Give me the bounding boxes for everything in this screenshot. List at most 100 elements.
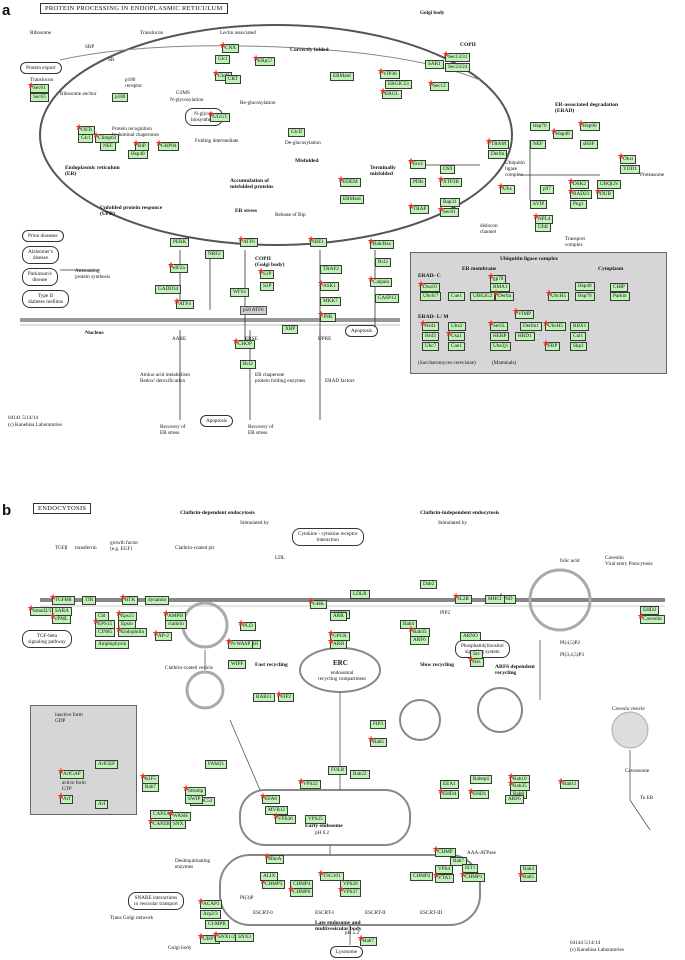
endocytosis-gene-box[interactable]: GRK: [310, 600, 327, 609]
er-gene-box[interactable]: Png1: [570, 200, 587, 209]
endocytosis-gene-box[interactable]: IST1: [462, 864, 479, 873]
er-gene-box[interactable]: IRE1: [310, 238, 327, 247]
er-gene-box[interactable]: NRF2: [205, 250, 224, 259]
er-gene-box[interactable]: Sec63: [30, 93, 49, 102]
ubiquitin-gene-box[interactable]: CHIP: [610, 283, 628, 292]
er-gene-box[interactable]: Hsp40: [128, 150, 148, 159]
ubiquitin-gene-box[interactable]: Cue1: [448, 292, 465, 301]
endocytosis-gene-box[interactable]: ARF6: [505, 795, 524, 804]
er-gene-box[interactable]: Bak/Bax: [370, 240, 395, 249]
endocytosis-gene-box[interactable]: IL2R: [455, 595, 472, 604]
er-gene-box[interactable]: UGGT: [210, 113, 231, 122]
endocytosis-gene-box[interactable]: CHMP1: [462, 873, 486, 882]
ubiquitin-gene-box[interactable]: RBX1: [570, 322, 590, 331]
endocytosis-gene-box[interactable]: FAM21: [205, 760, 228, 769]
endocytosis-gene-box[interactable]: Arp2/3: [200, 910, 221, 919]
ubiquitin-gene-box[interactable]: Skp1: [570, 342, 587, 351]
er-gene-box[interactable]: ATF4: [176, 300, 194, 309]
endocytosis-gene-box[interactable]: PLD: [240, 622, 256, 631]
er-gene-box[interactable]: Derlin: [488, 150, 508, 159]
endocytosis-gene-box[interactable]: LDLR: [350, 590, 370, 599]
endocytosis-gene-box[interactable]: FIP2: [278, 693, 295, 702]
endocytosis-gene-box[interactable]: ArfGAP: [60, 770, 84, 779]
endocytosis-gene-box[interactable]: VPS25: [305, 815, 326, 824]
er-gene-box[interactable]: Glcl: [215, 55, 230, 64]
er-gene-box[interactable]: Sec12: [430, 82, 449, 91]
er-gene-box[interactable]: Sec13/31: [445, 53, 471, 62]
ubiquitin-gene-box[interactable]: Derlin1: [520, 322, 542, 331]
ubiquitin-gene-box[interactable]: HERP: [490, 332, 510, 341]
endocytosis-gene-box[interactable]: N-WASP: [228, 640, 254, 649]
endocytosis-gene-box[interactable]: Rab5: [520, 873, 537, 882]
er-gene-box[interactable]: GRP94: [158, 142, 180, 151]
ubiquitin-gene-box[interactable]: Usa1: [448, 332, 465, 341]
endocytosis-gene-box[interactable]: ArfGEF: [95, 760, 119, 769]
er-gene-box[interactable]: ERManI: [330, 72, 354, 81]
endocytosis-gene-box[interactable]: ARR: [330, 612, 347, 621]
tgfb-pathway-link[interactable]: TGF-beta signaling pathway: [22, 630, 72, 648]
endocytosis-gene-box[interactable]: MVB12: [265, 806, 289, 815]
er-gene-box[interactable]: CHOP: [235, 340, 255, 349]
endocytosis-gene-box[interactable]: ARF6: [410, 636, 429, 645]
endocytosis-gene-box[interactable]: SNX: [170, 820, 187, 829]
endocytosis-gene-box[interactable]: ARNO: [460, 632, 481, 641]
er-gene-box[interactable]: EDEM: [340, 178, 361, 187]
ubiquitin-gene-box[interactable]: UbcH5: [545, 322, 566, 331]
er-gene-box[interactable]: DUB: [597, 190, 614, 199]
endocytosis-gene-box[interactable]: Arf: [60, 795, 74, 804]
er-gene-box[interactable]: Otu1: [620, 155, 637, 164]
endocytosis-gene-box[interactable]: Arf: [95, 800, 109, 809]
er-gene-box[interactable]: GlcII: [288, 128, 305, 137]
endocytosis-gene-box[interactable]: Amphiphysin: [95, 640, 130, 649]
er-gene-box[interactable]: XBP: [282, 325, 299, 334]
endocytosis-gene-box[interactable]: SNX3: [235, 933, 254, 942]
snare-link[interactable]: SNARE interactions in vesicular transpor…: [128, 892, 184, 910]
ubiquitin-gene-box[interactable]: Cul1: [570, 332, 587, 341]
er-gene-box[interactable]: GADD34: [155, 285, 182, 294]
er-gene-box[interactable]: ERManI: [340, 195, 364, 204]
protein-export-link[interactable]: Protein export: [20, 62, 62, 74]
parkinson-link[interactable]: Parkinson's disease: [22, 268, 58, 286]
endocytosis-gene-box[interactable]: EEA1: [440, 780, 459, 789]
endocytosis-gene-box[interactable]: SWIP: [185, 795, 204, 804]
endocytosis-gene-box[interactable]: Rabep4: [470, 775, 492, 784]
er-gene-box[interactable]: ERp57: [255, 57, 276, 66]
endocytosis-gene-box[interactable]: Rab4: [400, 620, 417, 629]
endocytosis-gene-box[interactable]: EHD1: [470, 790, 490, 799]
endocytosis-gene-box[interactable]: VPS22: [300, 780, 321, 789]
ubiquitin-gene-box[interactable]: Ubc7: [422, 342, 440, 351]
er-gene-box[interactable]: p97: [540, 185, 554, 194]
er-gene-box[interactable]: p180: [112, 93, 129, 102]
er-gene-box[interactable]: Glcl: [78, 134, 93, 143]
er-gene-box[interactable]: S1P: [260, 270, 275, 279]
ubiquitin-gene-box[interactable]: Parkin: [610, 292, 630, 301]
er-gene-box[interactable]: Sec23/24: [445, 63, 471, 72]
prion-link[interactable]: Prion diseases: [22, 230, 64, 242]
ubiquitin-gene-box[interactable]: Hrd3: [422, 332, 439, 341]
endocytosis-gene-box[interactable]: VPS36: [275, 815, 296, 824]
er-gene-box[interactable]: VIP36: [380, 70, 400, 79]
er-gene-box[interactable]: Ero1: [410, 160, 427, 169]
endocytosis-gene-box[interactable]: TSG101: [320, 872, 344, 881]
ubiquitin-gene-box[interactable]: UBE2G2: [470, 292, 496, 301]
ubiquitin-gene-box[interactable]: VIMP: [515, 310, 534, 319]
er-gene-box[interactable]: eIF2a: [170, 264, 188, 273]
endocytosis-gene-box[interactable]: MHCI: [485, 595, 505, 604]
er-gene-box[interactable]: MKK7: [320, 297, 341, 306]
endocytosis-gene-box[interactable]: CI-MPR: [205, 920, 229, 929]
endocytosis-gene-box[interactable]: FOLR: [328, 766, 348, 775]
er-gene-box[interactable]: PDIs: [410, 178, 427, 187]
ubiquitin-gene-box[interactable]: Doa10: [420, 283, 440, 292]
ubiquitin-gene-box[interactable]: HRD1: [515, 332, 535, 341]
ubiquitin-gene-box[interactable]: Ubc6/7: [420, 292, 442, 301]
er-gene-box[interactable]: Sec61: [440, 208, 459, 217]
er-gene-box[interactable]: UfdI: [535, 223, 551, 232]
ubiquitin-gene-box[interactable]: Hsp70: [575, 292, 595, 301]
endocytosis-gene-box[interactable]: WASH: [170, 812, 191, 821]
er-gene-box[interactable]: NEF: [530, 140, 546, 149]
endocytosis-gene-box[interactable]: CHMP2: [410, 872, 434, 881]
er-gene-box[interactable]: Calpain: [370, 278, 393, 287]
endocytosis-gene-box[interactable]: Dab2: [420, 580, 438, 589]
endocytosis-gene-box[interactable]: Rab35: [510, 782, 530, 791]
endocytosis-gene-box[interactable]: Endophilin: [118, 628, 148, 637]
